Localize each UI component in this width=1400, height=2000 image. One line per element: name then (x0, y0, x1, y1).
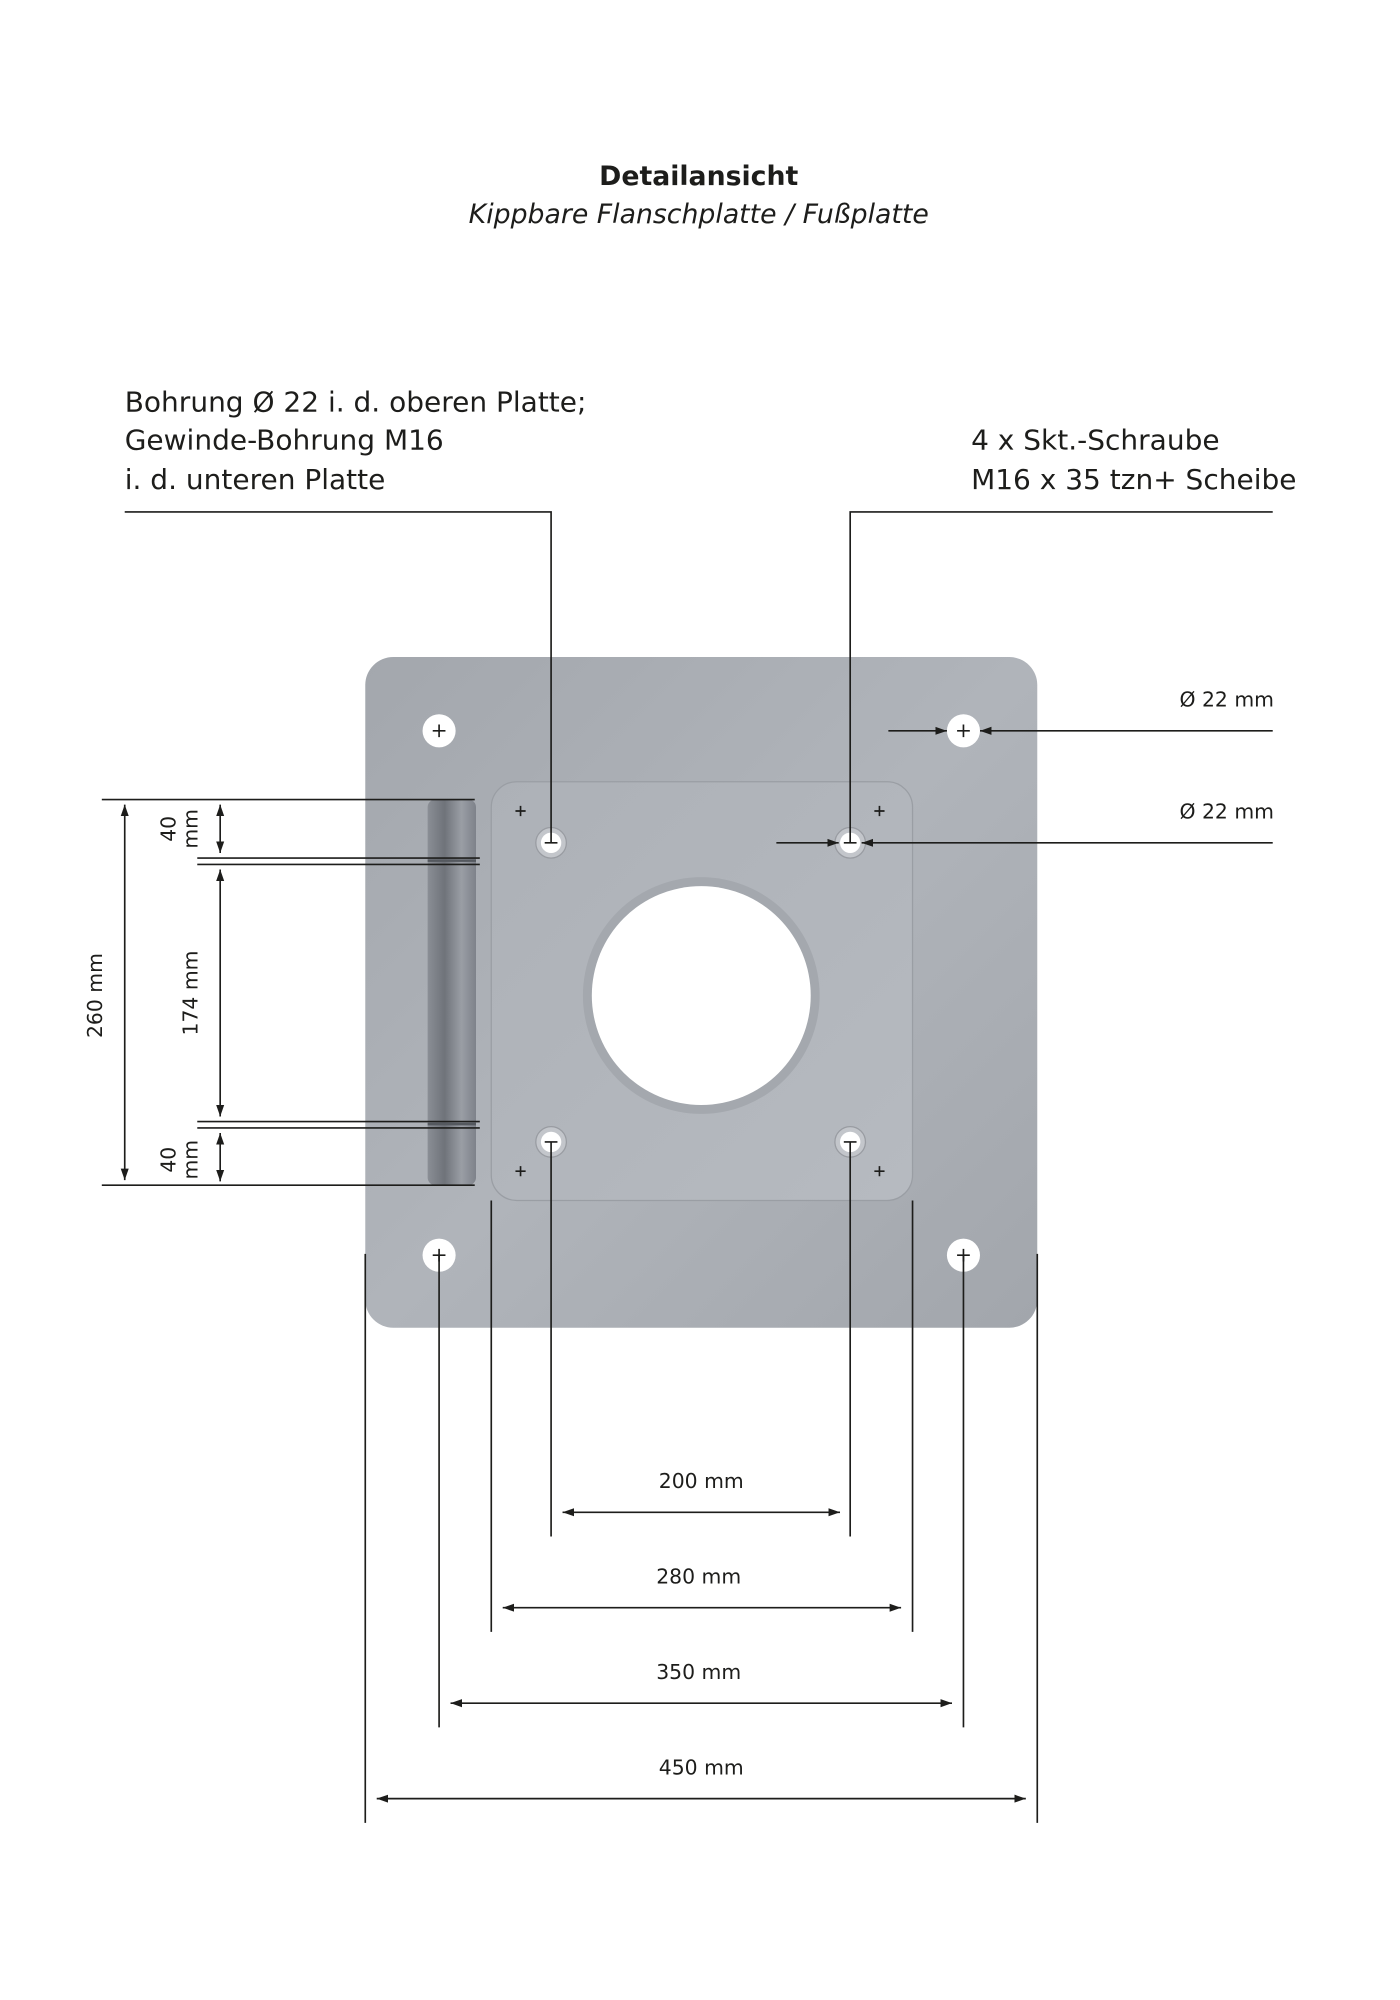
dim-width-450: 450 mm (659, 1755, 744, 1779)
annotation-line: Bohrung Ø 22 i. d. oberen Platte; (125, 385, 587, 418)
left-leader (124, 511, 552, 843)
width-dimensions: 200 mm 280 mm 350 mm 450 mm (364, 1141, 1039, 1823)
hinge-dimensions: 260 mm 174 mm 40 mm 40 mm (83, 798, 480, 1187)
dim-width-200: 200 mm (659, 1469, 744, 1493)
subtitle: Kippbare Flanschplatte / Fußplatte (469, 199, 929, 230)
annotation-line: i. d. unteren Platte (125, 463, 386, 496)
title: Detailansicht (599, 161, 798, 192)
left-annotation: Bohrung Ø 22 i. d. oberen Platte; Gewind… (125, 385, 587, 496)
annotation-line: M16 x 35 tzn+ Scheibe (971, 463, 1296, 496)
dim-hinge-bottom-value: 40 (157, 1147, 181, 1173)
dim-hinge-total: 260 mm (83, 953, 107, 1038)
annotation-line: Gewinde-Bohrung M16 (125, 424, 444, 457)
right-leader (849, 511, 1273, 843)
dim-hinge-middle: 174 mm (178, 950, 202, 1035)
center-hole (591, 886, 811, 1105)
dim-hole-inner: Ø 22 mm (1179, 800, 1274, 824)
right-annotation: 4 x Skt.-Schraube M16 x 35 tzn+ Scheibe (971, 424, 1296, 496)
dim-hinge-top-unit: mm (178, 809, 202, 849)
dim-hole-outer: Ø 22 mm (1179, 688, 1274, 712)
dim-width-350: 350 mm (656, 1660, 741, 1684)
dim-width-280: 280 mm (656, 1565, 741, 1589)
annotation-line: 4 x Skt.-Schraube (971, 424, 1220, 457)
dim-hinge-top-value: 40 (157, 816, 181, 842)
hinge (427, 799, 476, 1186)
dim-hinge-bottom-unit: mm (178, 1140, 202, 1180)
